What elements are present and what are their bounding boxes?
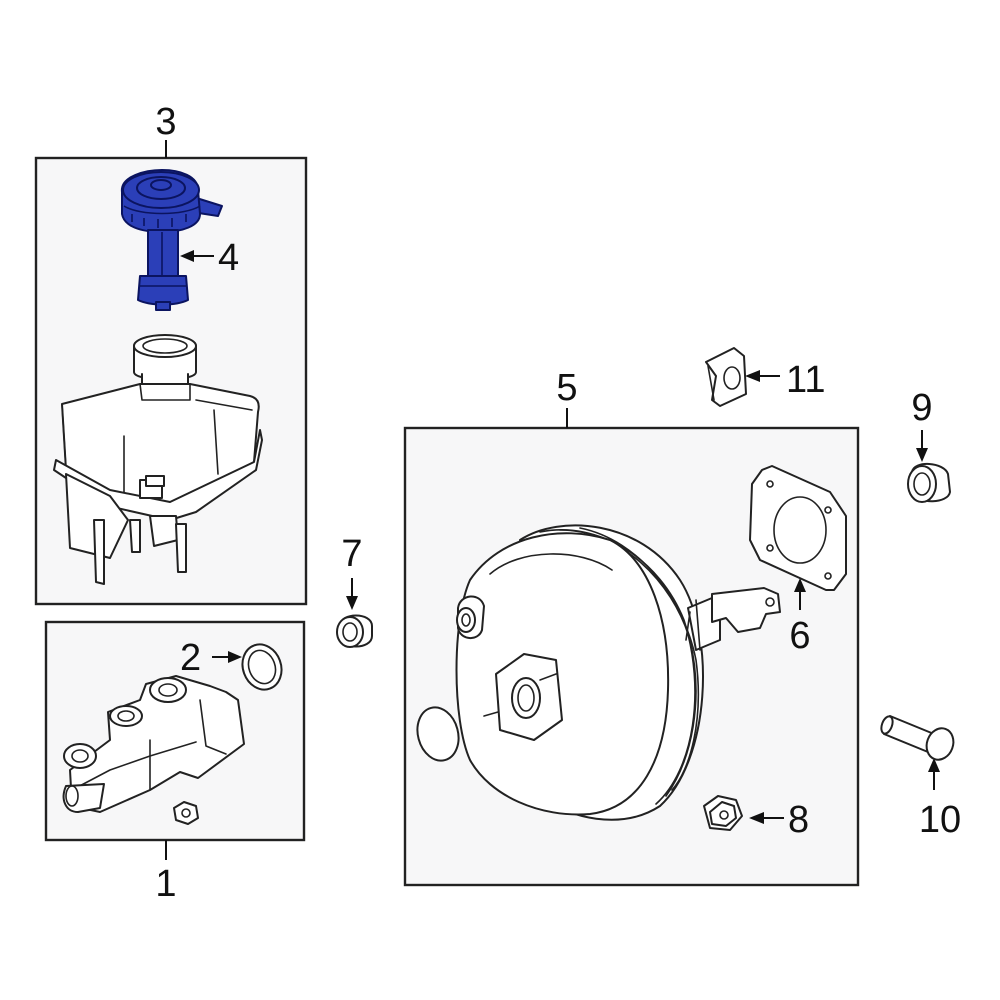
callout-6: 6: [789, 615, 810, 657]
arrowhead-9: [916, 448, 928, 462]
callout-10: 10: [919, 799, 961, 841]
callout-9: 9: [911, 387, 932, 429]
arrowhead-11: [745, 370, 760, 382]
grommet-9[interactable]: [907, 463, 951, 503]
booster-grommet[interactable]: [336, 614, 373, 648]
callout-2: 2: [180, 637, 201, 679]
reservoir-cap-highlighted[interactable]: [120, 169, 223, 311]
callout-11: 11: [786, 359, 825, 401]
arrowhead-7: [346, 596, 358, 610]
brake-fluid-reservoir[interactable]: [53, 334, 263, 585]
clevis-pin[interactable]: [879, 715, 957, 764]
retaining-clip[interactable]: [705, 347, 747, 407]
o-ring-seal[interactable]: [236, 639, 287, 695]
brake-booster[interactable]: [455, 524, 781, 821]
arrowhead-10: [928, 758, 940, 772]
callout-4: 4: [218, 237, 239, 279]
callout-8: 8: [788, 799, 809, 841]
master-cylinder[interactable]: [62, 675, 245, 825]
arrowhead-8: [749, 812, 764, 824]
booster-o-ring[interactable]: [412, 703, 465, 766]
callout-5: 5: [556, 367, 577, 409]
callout-1: 1: [155, 863, 176, 905]
booster-nut[interactable]: [703, 795, 743, 831]
arrowhead-4: [180, 250, 194, 262]
callout-3: 3: [155, 101, 176, 143]
arrowhead-2: [228, 651, 242, 663]
callout-7: 7: [341, 533, 362, 575]
arrowhead-6: [794, 578, 806, 592]
booster-gasket[interactable]: [749, 465, 847, 591]
